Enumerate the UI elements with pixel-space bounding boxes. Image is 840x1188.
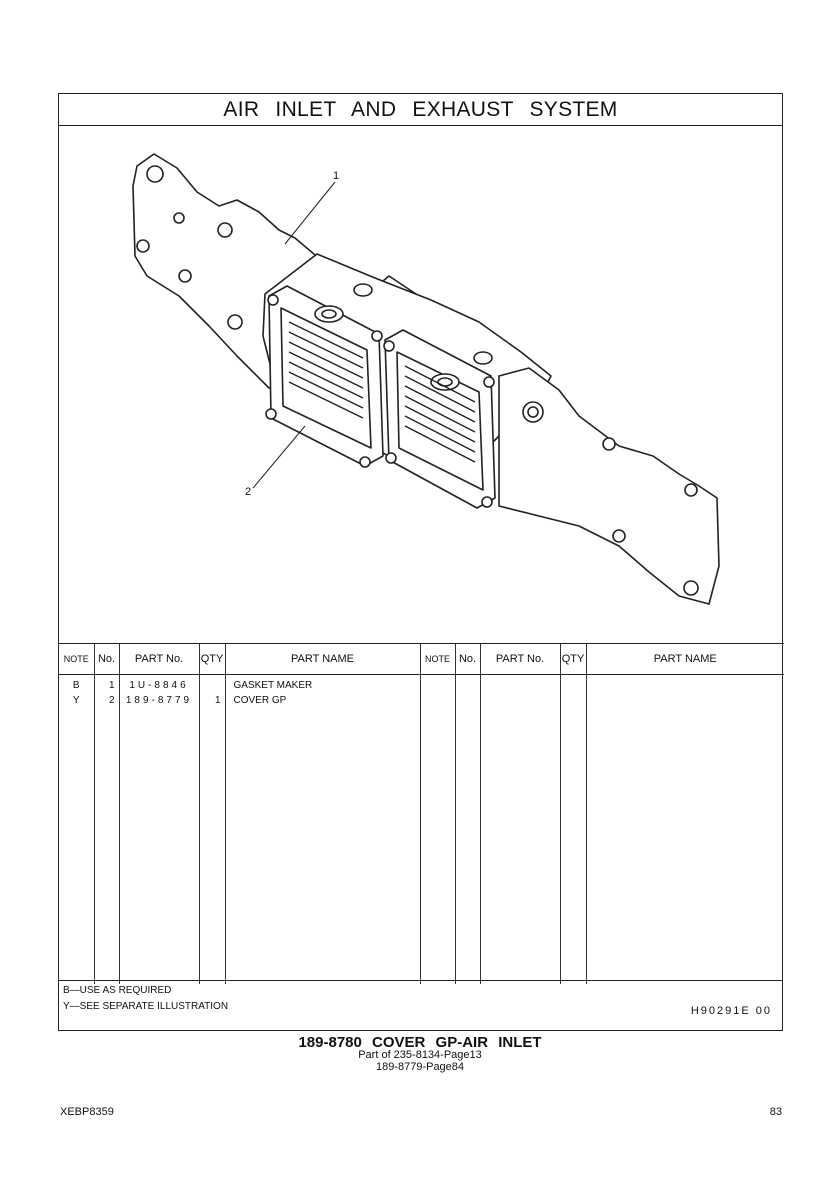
- caption-part-of: Part of 235-8134-Page13: [358, 1049, 482, 1061]
- parts-illustration: 1 2: [59, 126, 782, 643]
- col-part-name: PART NAME: [224, 643, 420, 675]
- page-number: 83: [769, 1106, 782, 1118]
- table-header-row: NOTE No. PART No. QTY PART NAME NOTE No.…: [59, 643, 784, 675]
- part-no-cell-2: [479, 674, 560, 984]
- row-2-note: Y: [72, 695, 80, 706]
- row-1-qty: [200, 678, 221, 693]
- row-1-note: B: [72, 680, 80, 691]
- row-2-no: 2: [108, 695, 115, 706]
- qty-cell-2: [559, 674, 586, 984]
- col-part-name-2: PART NAME: [585, 643, 784, 675]
- col-no: No.: [93, 643, 119, 675]
- col-note-2: NOTE: [419, 643, 455, 675]
- col-qty-2: QTY: [559, 643, 586, 675]
- row-1-part-name: GASKET MAKER: [233, 680, 313, 691]
- col-qty: QTY: [198, 643, 225, 675]
- qty-cell: 1: [198, 674, 225, 984]
- note-cell-2: [419, 674, 455, 984]
- caption-page-ref: 189-8779-Page84: [375, 1061, 465, 1073]
- row-2-part-name: COVER GP: [233, 695, 287, 706]
- note-b: B—USE AS REQUIRED: [63, 985, 172, 996]
- notes-section: B—USE AS REQUIRED Y—SEE SEPARATE ILLUSTR…: [59, 980, 782, 1032]
- callout-1: 1: [333, 170, 340, 182]
- parts-table: NOTE No. PART No. QTY PART NAME NOTE No.…: [59, 643, 784, 984]
- row-1-part-no: 1U-8846: [129, 680, 189, 691]
- col-no-2: No.: [454, 643, 480, 675]
- row-2-qty: 1: [214, 695, 221, 706]
- doc-id: XEBP8359: [60, 1106, 114, 1118]
- row-1-no: 1: [108, 680, 115, 691]
- note-y: Y—SEE SEPARATE ILLUSTRATION: [63, 1001, 229, 1012]
- col-part-no: PART No.: [118, 643, 199, 675]
- note-cell: B Y: [59, 675, 94, 985]
- part-no-cell: 1U-8846 189-8779: [118, 674, 199, 984]
- illustration-ref: H90291E 00: [690, 1005, 772, 1017]
- cover-group-drawing: [132, 153, 720, 605]
- col-note: NOTE: [59, 643, 94, 675]
- no-cell: 1 2: [93, 674, 119, 984]
- page-title: AIR INLET AND EXHAUST SYSTEM: [59, 94, 782, 126]
- table-body: B Y 1 2 1U-8846 189-8779 1 GASKET MAKER: [59, 674, 784, 985]
- parts-page-frame: AIR INLET AND EXHAUST SYSTEM: [58, 93, 784, 1032]
- callout-2: 2: [245, 486, 252, 498]
- col-part-no-2: PART No.: [479, 643, 560, 675]
- row-2-part-no: 189-8779: [125, 695, 193, 706]
- no-cell-2: [454, 674, 480, 984]
- caption-title: 189-8780 COVER GP-AIR INLET: [298, 1034, 542, 1051]
- part-name-cell: GASKET MAKER COVER GP: [224, 674, 420, 984]
- part-name-cell-2: [585, 674, 784, 984]
